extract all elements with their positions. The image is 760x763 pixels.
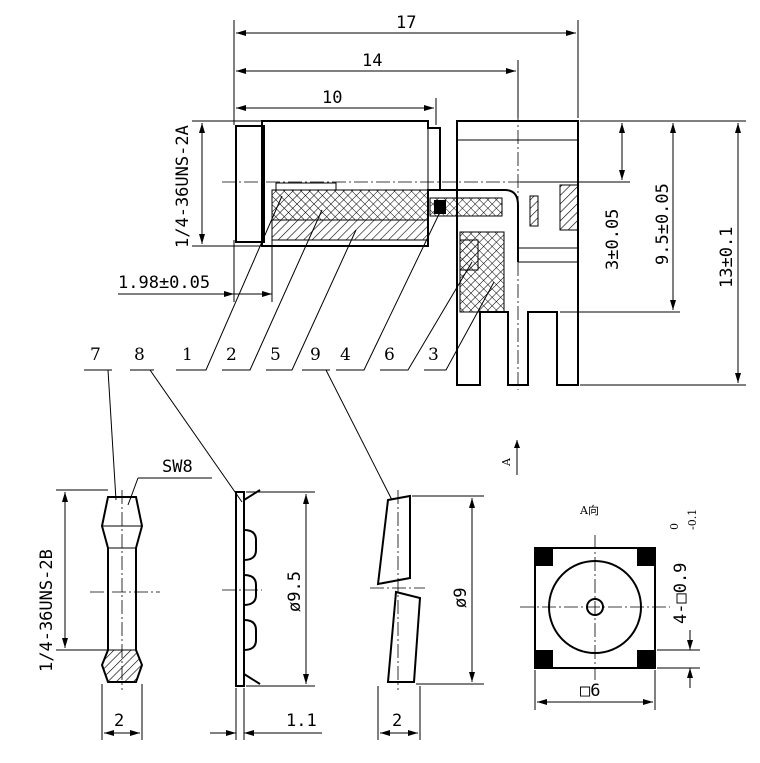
dim-overall-length: 17 xyxy=(396,13,416,33)
lockwasher-dia-text: ø9 xyxy=(451,588,471,608)
lockwasher-upper xyxy=(376,494,411,586)
dim-10: 10 xyxy=(236,88,437,125)
pad-tol-upper: 0 xyxy=(668,523,681,530)
nut-width-label: SW8 xyxy=(162,457,193,477)
dim-lockwasher-thickness: 2 xyxy=(377,686,421,740)
dim-thread-length: 10 xyxy=(322,88,342,108)
part-8: 8 xyxy=(134,345,145,365)
thread-body xyxy=(235,125,265,243)
part-leaders xyxy=(176,195,495,371)
part-1: 1 xyxy=(182,345,193,365)
pad-tol-lower: -0.1 xyxy=(686,509,699,530)
dielectric-section xyxy=(271,189,429,221)
view-arrow-label: A xyxy=(500,457,513,467)
outer-sleeve-section xyxy=(271,219,429,241)
thread-spec-top: 1/4-36UNS-2A xyxy=(173,125,193,248)
footprint-a-view: A向 4-□0.9 0 -0.1 □6 xyxy=(520,503,700,710)
dim-17: 17 xyxy=(233,13,579,125)
dim-height-total: 13±0.1 xyxy=(717,227,737,288)
dim-nut-thread: 1/4-36UNS-2B xyxy=(37,489,108,672)
dim-washer-dia: ø9.5 xyxy=(246,491,315,687)
washer-thickness-text: 1.1 xyxy=(286,711,317,731)
dim-height-mid: 9.5±0.05 xyxy=(653,183,673,265)
dim-footprint-size: □6 xyxy=(534,670,656,710)
part-5: 5 xyxy=(270,345,281,365)
view-a-arrow: A xyxy=(500,440,520,475)
dim-pad-size: 4-□0.9 0 -0.1 xyxy=(657,509,700,688)
washer-dia-text: ø9.5 xyxy=(285,571,305,612)
dim-height-small: 3±0.05 xyxy=(603,209,623,270)
dim-offset: 1.98±0.05 xyxy=(118,240,273,302)
view-title: A向 xyxy=(579,503,599,517)
lockwasher-lower xyxy=(386,590,422,683)
dim-vertical-right: 3±0.05 9.5±0.05 13±0.1 xyxy=(520,120,746,386)
insulator-block xyxy=(429,197,503,217)
right-housing xyxy=(456,120,579,386)
lockwasher-thickness-text: 2 xyxy=(392,711,402,731)
part-3: 3 xyxy=(428,345,439,365)
washer-view: ø9.5 1.1 xyxy=(130,369,322,740)
part-6: 6 xyxy=(384,345,395,365)
dim-body-length: 14 xyxy=(362,51,382,71)
pad-size-text: 4-□0.9 xyxy=(671,563,691,624)
part-7: 7 xyxy=(90,345,101,365)
part-numbers-row: 7 8 1 2 5 9 4 6 3 xyxy=(90,345,439,365)
washer-plate xyxy=(235,491,245,687)
part-9: 9 xyxy=(310,345,321,365)
dim-nut-thickness: 2 xyxy=(101,684,143,740)
dim-offset-text: 1.98±0.05 xyxy=(118,273,210,293)
lockwasher-view: ø9 2 xyxy=(302,369,484,740)
center-pin xyxy=(275,182,337,191)
connector-side-view: 17 14 10 1/4-36UNS-2A 1.98±0.05 xyxy=(86,13,746,475)
body-lower-section xyxy=(459,231,505,313)
footprint-size-text: □6 xyxy=(580,681,600,701)
dim-thread-diameter: 1/4-36UNS-2A xyxy=(173,120,262,248)
nut-thickness-text: 2 xyxy=(114,711,124,731)
dim-washer-thickness: 1.1 xyxy=(210,688,322,740)
part-4: 4 xyxy=(340,345,351,365)
nut-view: SW8 1/4-36UNS-2B 2 xyxy=(37,369,212,740)
dim-14: 14 xyxy=(236,51,519,118)
part-2: 2 xyxy=(226,345,237,365)
nut-thread-spec: 1/4-36UNS-2B xyxy=(37,549,57,672)
dim-lockwasher-dia: ø9 xyxy=(412,495,484,685)
